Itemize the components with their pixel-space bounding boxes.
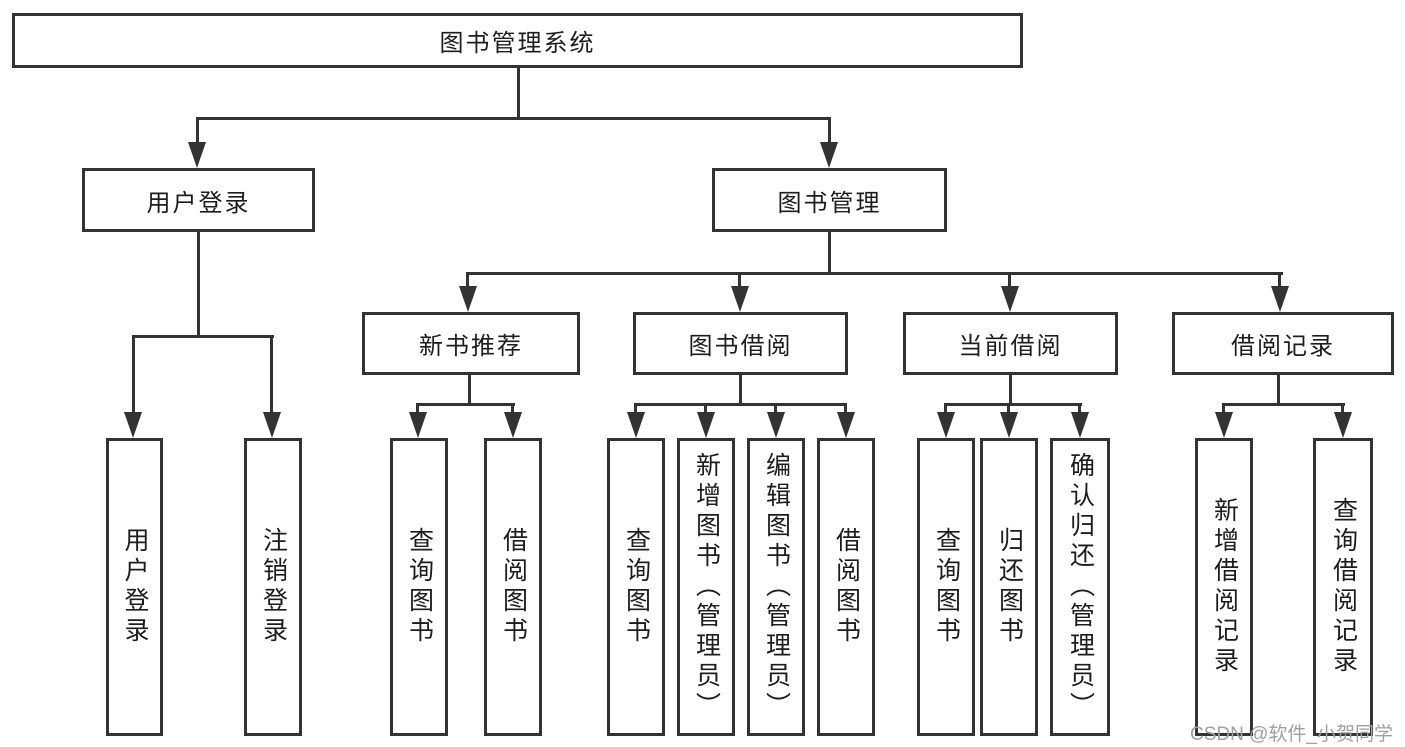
connector-line bbox=[1278, 272, 1281, 288]
arrow-down-icon bbox=[188, 142, 206, 168]
arrow-down-icon bbox=[767, 412, 785, 438]
leaf-edit-book-admin: 编辑图书（管理员） bbox=[747, 438, 805, 736]
arrow-down-icon bbox=[263, 412, 281, 438]
connector-line bbox=[468, 375, 471, 405]
leaf-add-borrow-record: 新增借阅记录 bbox=[1195, 438, 1253, 736]
leaf-logout: 注销登录 bbox=[244, 438, 302, 736]
arrow-down-icon bbox=[627, 412, 645, 438]
leaf-return-book-label: 归还图书 bbox=[995, 527, 1024, 647]
node-book-management: 图书管理 bbox=[712, 168, 947, 232]
leaf-add-borrow-record-label: 新增借阅记录 bbox=[1210, 497, 1239, 677]
arrow-down-icon bbox=[1334, 412, 1352, 438]
connector-line bbox=[844, 403, 847, 414]
connector-line bbox=[197, 117, 831, 120]
connector-line bbox=[1277, 375, 1280, 405]
arrow-down-icon bbox=[837, 412, 855, 438]
leaf-newbooks-borrow-books: 借阅图书 bbox=[484, 438, 542, 736]
connector-line bbox=[1223, 403, 1345, 406]
leaf-current-query-books: 查询图书 bbox=[917, 438, 975, 736]
leaf-newbooks-query-books-label: 查询图书 bbox=[405, 527, 434, 647]
connector-line bbox=[634, 403, 637, 414]
arrow-down-icon bbox=[1001, 286, 1019, 312]
connector-line bbox=[466, 272, 469, 288]
arrow-down-icon bbox=[1000, 412, 1018, 438]
leaf-logout-label: 注销登录 bbox=[259, 527, 288, 647]
node-user-login-label: 用户登录 bbox=[146, 189, 251, 217]
leaf-add-book-admin-label: 新增图书（管理员） bbox=[692, 452, 721, 722]
node-root-label: 图书管理系统 bbox=[439, 30, 596, 57]
connector-line bbox=[944, 403, 947, 414]
leaf-query-borrow-record: 查询借阅记录 bbox=[1313, 438, 1373, 736]
watermark: CSDN @软件_小贺同学 bbox=[1190, 724, 1393, 745]
node-current-borrow-label: 当前借阅 bbox=[958, 333, 1063, 360]
connector-line bbox=[1078, 403, 1081, 414]
node-user-login: 用户登录 bbox=[82, 168, 315, 232]
node-new-book-recommend: 新书推荐 bbox=[362, 312, 580, 375]
connector-line bbox=[270, 335, 273, 414]
connector-line bbox=[635, 403, 847, 406]
arrow-down-icon bbox=[731, 286, 749, 312]
connector-line bbox=[1222, 403, 1225, 414]
node-borrow-records: 借阅记录 bbox=[1172, 312, 1394, 375]
connector-line bbox=[1009, 375, 1012, 405]
connector-line bbox=[739, 375, 742, 405]
connector-line bbox=[828, 117, 831, 145]
leaf-user-login: 用户登录 bbox=[106, 438, 163, 736]
leaf-return-book: 归还图书 bbox=[980, 438, 1038, 736]
node-book-borrow: 图书借阅 bbox=[633, 312, 848, 375]
connector-line bbox=[1008, 272, 1011, 288]
leaf-confirm-return-admin-label: 确认归还（管理员） bbox=[1066, 452, 1095, 722]
leaf-borrow-query-books-label: 查询图书 bbox=[622, 527, 651, 647]
connector-line bbox=[517, 68, 520, 120]
arrow-down-icon bbox=[409, 412, 427, 438]
connector-line bbox=[132, 335, 135, 414]
arrow-down-icon bbox=[124, 412, 142, 438]
connector-line bbox=[466, 272, 1283, 275]
leaf-newbooks-query-books: 查询图书 bbox=[390, 438, 448, 736]
leaf-borrow-query-books: 查询图书 bbox=[607, 438, 665, 736]
connector-line bbox=[511, 403, 514, 414]
connector-line bbox=[132, 335, 274, 338]
leaf-query-borrow-record-label: 查询借阅记录 bbox=[1329, 497, 1358, 677]
arrow-down-icon bbox=[504, 412, 522, 438]
leaf-current-query-books-label: 查询图书 bbox=[932, 527, 961, 647]
node-root: 图书管理系统 bbox=[12, 13, 1023, 68]
leaf-user-login-label: 用户登录 bbox=[121, 527, 149, 647]
node-new-book-recommend-label: 新书推荐 bbox=[419, 333, 523, 360]
arrow-down-icon bbox=[1271, 286, 1289, 312]
connector-line bbox=[828, 232, 831, 275]
leaf-confirm-return-admin: 确认归还（管理员） bbox=[1050, 438, 1110, 736]
connector-line bbox=[945, 403, 1082, 406]
leaf-newbooks-borrow-books-label: 借阅图书 bbox=[499, 527, 528, 647]
node-borrow-records-label: 借阅记录 bbox=[1231, 333, 1335, 360]
leaf-add-book-admin: 新增图书（管理员） bbox=[677, 438, 735, 736]
node-current-borrow: 当前借阅 bbox=[903, 312, 1118, 375]
arrow-down-icon bbox=[459, 286, 477, 312]
leaf-borrow-borrow-books: 借阅图书 bbox=[817, 438, 875, 736]
connector-line bbox=[1007, 403, 1010, 414]
connector-line bbox=[738, 272, 741, 288]
connector-line bbox=[196, 117, 199, 145]
arrow-down-icon bbox=[1215, 412, 1233, 438]
arrow-down-icon bbox=[820, 142, 838, 168]
arrow-down-icon bbox=[697, 412, 715, 438]
connector-line bbox=[1341, 403, 1344, 414]
node-book-borrow-label: 图书借阅 bbox=[688, 333, 793, 360]
connector-line bbox=[774, 403, 777, 414]
connector-line bbox=[704, 403, 707, 414]
node-book-management-label: 图书管理 bbox=[777, 189, 882, 217]
connector-line bbox=[197, 232, 200, 337]
leaf-edit-book-admin-label: 编辑图书（管理员） bbox=[762, 452, 791, 722]
leaf-borrow-borrow-books-label: 借阅图书 bbox=[832, 527, 861, 647]
connector-line bbox=[416, 403, 515, 406]
arrow-down-icon bbox=[937, 412, 955, 438]
arrow-down-icon bbox=[1071, 412, 1089, 438]
connector-line bbox=[416, 403, 419, 414]
